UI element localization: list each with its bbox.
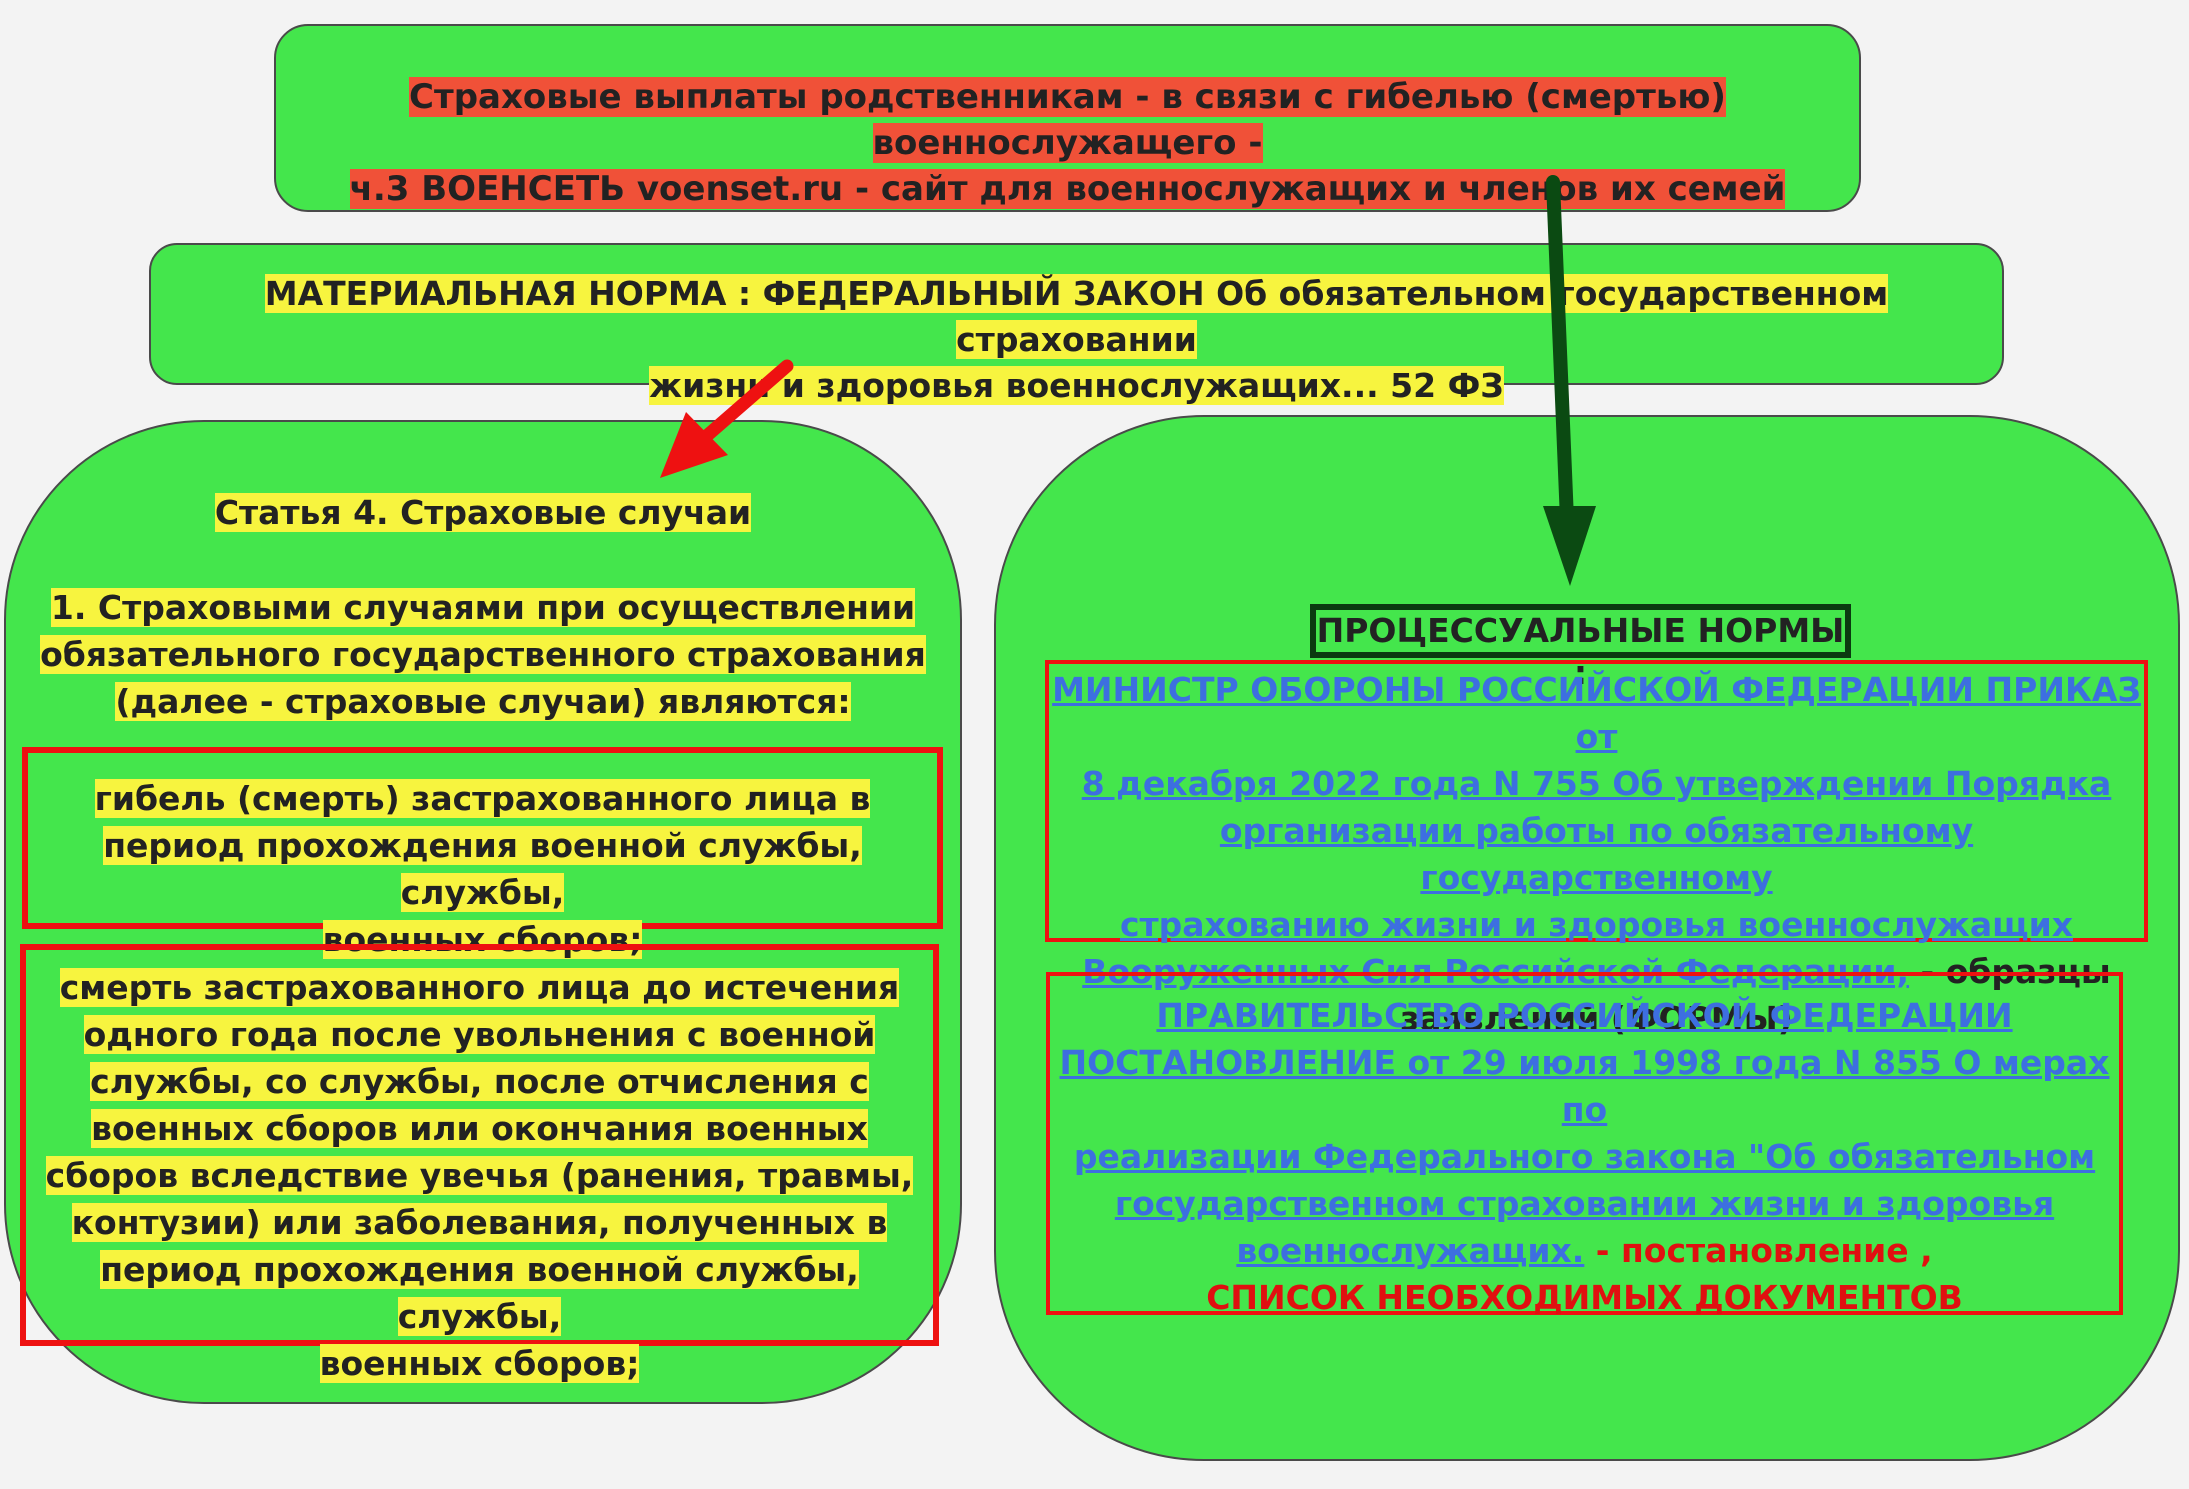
title-line-1: Страховые выплаты родственникам - в связ…: [409, 77, 1726, 163]
case-2-frame: смерть застрахованного лица до истечения…: [20, 944, 939, 1383]
case-2-line-4: военных сборов или окончания военных: [91, 1109, 868, 1148]
order-tail: заявлений (ФОРМЫ): [1400, 999, 1793, 1038]
decree-frame: ПРАВИТЕЛЬСТВО РОССИЙСКОЙ ФЕДЕРАЦИИ ПОСТА…: [1046, 972, 2123, 1317]
order-link-line-5[interactable]: Вооруженных Сил Российской Федерации,: [1082, 952, 1910, 991]
case-2-line-1: смерть застрахованного лица до истечения: [59, 968, 900, 1007]
material-norm-line-2: жизни и здоровья военнослужащих... 52 ФЗ: [649, 366, 1504, 405]
procedural-norms-header: ПРОЦЕССУАЛЬНЫЕ НОРМЫ :: [1310, 604, 1851, 692]
material-norm-line-1: МАТЕРИАЛЬНАЯ НОРМА : ФЕДЕРАЛЬНЫЙ ЗАКОН О…: [264, 274, 1889, 359]
decree-link-line-3[interactable]: реализации Федерального закона "Об обяза…: [1073, 1137, 2096, 1176]
article-title: Статья 4. Страховые случаи: [214, 493, 752, 532]
case-2-line-3: службы, со службы, после отчисления с: [90, 1062, 869, 1101]
case-2-line-5: сборов вследствие увечья (ранения, травм…: [45, 1156, 914, 1195]
intro-line-3: (далее - страховые случаи) являются:: [115, 682, 851, 721]
order-link-line-1[interactable]: МИНИСТР ОБОРОНЫ РОССИЙСКОЙ ФЕДЕРАЦИИ ПРИ…: [1052, 670, 2141, 756]
order-link-line-2[interactable]: 8 декабря 2022 года N 755 Об утверждении…: [1081, 764, 2112, 803]
decree-link-line-2[interactable]: ПОСТАНОВЛЕНИЕ от 29 июля 1998 года N 855…: [1059, 1043, 2110, 1129]
intro-line-1: 1. Страховыми случаями при осуществлении: [50, 588, 916, 627]
intro-line-2: обязательного государственного страхован…: [40, 635, 926, 674]
order-link-line-4[interactable]: страхованию жизни и здоровья военнослужа…: [1119, 905, 2073, 944]
decree-link-line-4[interactable]: государственном страховании жизни и здор…: [1114, 1184, 2055, 1223]
order-suffix: - образцы: [1909, 952, 2111, 991]
title-box: Страховые выплаты родственникам - в связ…: [274, 24, 1861, 212]
case-1-line-1: гибель (смерть) застрахованного лица в: [94, 779, 871, 818]
case-1-frame: гибель (смерть) застрахованного лица в п…: [22, 747, 943, 959]
case-2-line-7: период прохождения военной службы, служб…: [100, 1250, 859, 1336]
order-frame: МИНИСТР ОБОРОНЫ РОССИЙСКОЙ ФЕДЕРАЦИИ ПРИ…: [1045, 660, 2148, 1038]
case-2-line-8: военных сборов;: [319, 1344, 640, 1383]
case-1-line-2: период прохождения военной службы, служб…: [103, 826, 862, 912]
decree-tail: СПИСОК НЕОБХОДИМЫХ ДОКУМЕНТОВ: [1206, 1278, 1963, 1317]
case-2-line-6: контузии) или заболевания, полученных в: [71, 1203, 888, 1242]
procedural-norms-label: ПРОЦЕССУАЛЬНЫЕ НОРМЫ :: [1316, 611, 1845, 692]
material-norm-box: МАТЕРИАЛЬНАЯ НОРМА : ФЕДЕРАЛЬНЫЙ ЗАКОН О…: [149, 243, 2004, 405]
decree-link-line-5[interactable]: военнослужащих.: [1236, 1231, 1585, 1270]
case-1-line-3: военных сборов;: [322, 920, 643, 959]
case-2-line-2: одного года после увольнения с военной: [83, 1015, 876, 1054]
title-line-2: ч.3 ВОЕНСЕТЬ voenset.ru - сайт для военн…: [349, 169, 1786, 209]
decree-suffix: - постановление ,: [1584, 1231, 1933, 1270]
order-link-line-3[interactable]: организации работы по обязательному госу…: [1219, 811, 1974, 897]
decree-link-line-1[interactable]: ПРАВИТЕЛЬСТВО РОССИЙСКОЙ ФЕДЕРАЦИИ: [1156, 996, 2013, 1035]
